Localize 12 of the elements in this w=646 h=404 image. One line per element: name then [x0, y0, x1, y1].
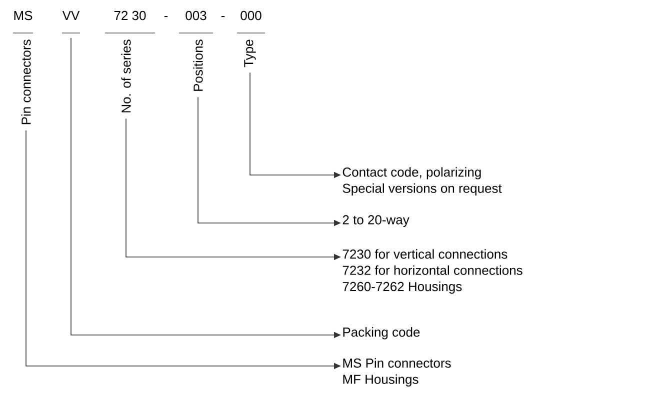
description-text: 7230 for vertical connections 7232 for horizontal connections 7260-7262 Housings: [342, 249, 522, 294]
separator-dash: -: [221, 16, 225, 18]
code-segment: 003 Positions: [178, 10, 214, 91]
code-segment: MS Pin connectors: [12, 10, 34, 124]
description-text: Contact code, polarizing Special versions on request: [342, 167, 502, 196]
code-segment: 72 30 No. of series: [104, 10, 156, 112]
code-segment: 000 Type: [236, 10, 266, 68]
separator-dash: -: [164, 16, 168, 18]
code-segment: VV: [62, 11, 80, 34]
description-text: 2 to 20-way: [342, 215, 410, 227]
description-text: Packing code: [343, 327, 420, 340]
description-text: MS Pin connectors MF Housings: [343, 358, 451, 386]
